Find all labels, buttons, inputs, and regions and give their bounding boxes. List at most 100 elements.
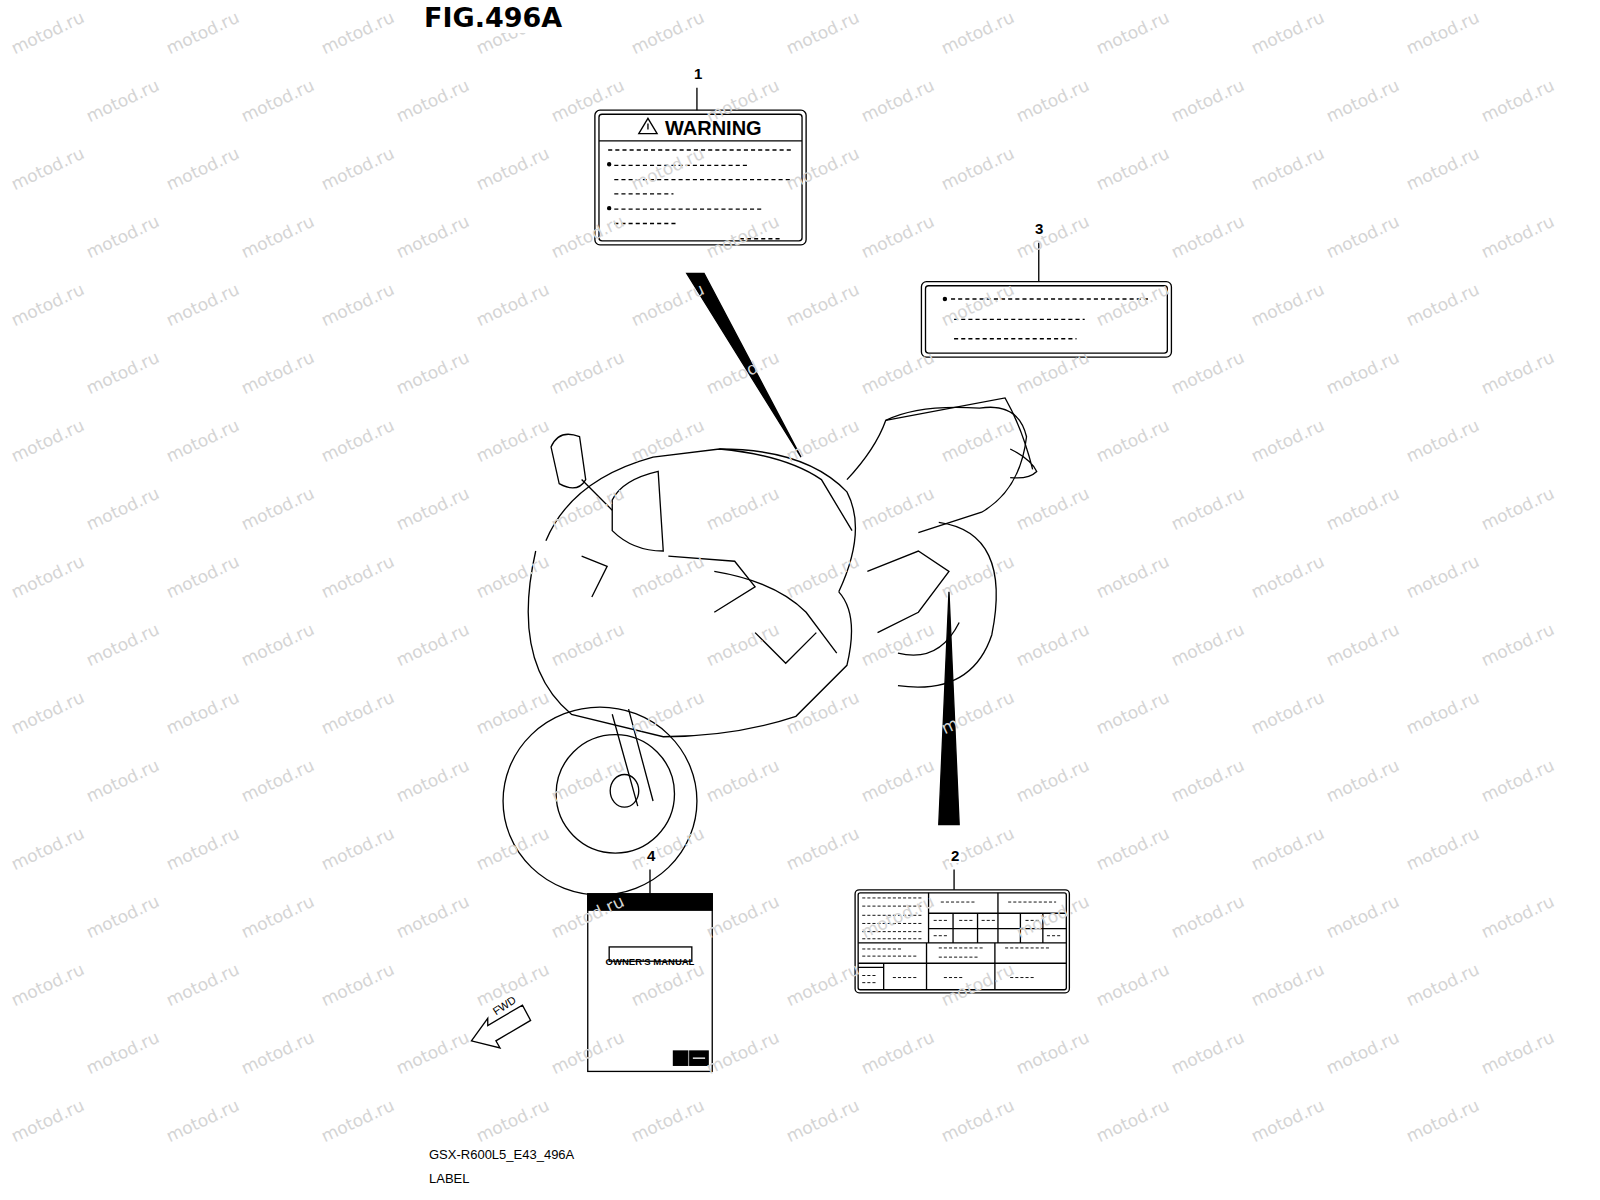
watermark: motod.ru [1323,755,1402,806]
watermark: motod.ru [1478,891,1557,942]
watermark: motod.ru [163,7,242,58]
watermark: motod.ru [83,891,162,942]
watermark: motod.ru [1323,619,1402,670]
watermark: motod.ru [163,1095,242,1146]
watermark: motod.ru [703,891,782,942]
watermark: motod.ru [1013,619,1092,670]
watermark: motod.ru [1403,7,1482,58]
watermark: motod.ru [393,75,472,126]
watermark: motod.ru [783,7,862,58]
watermark: motod.ru [1013,1027,1092,1078]
watermark: motod.ru [1093,959,1172,1010]
watermark: motod.ru [783,823,862,874]
watermark: motod.ru [238,619,317,670]
watermark: motod.ru [318,7,397,58]
watermark: motod.ru [628,279,707,330]
info-label [855,890,1069,993]
watermark: motod.ru [703,619,782,670]
watermark: motod.ru [703,211,782,262]
watermark: motod.ru [858,347,937,398]
watermark: motod.ru [703,483,782,534]
watermark: motod.ru [1248,959,1327,1010]
watermark: motod.ru [1478,1027,1557,1078]
watermark: motod.ru [938,415,1017,466]
watermark: motod.ru [163,823,242,874]
watermark: motod.ru [1013,755,1092,806]
watermark: motod.ru [1168,1027,1247,1078]
watermark: motod.ru [548,619,627,670]
watermark: motod.ru [938,959,1017,1010]
watermark: motod.ru [938,143,1017,194]
watermark: motod.ru [1093,143,1172,194]
watermark: motod.ru [163,687,242,738]
watermark: motod.ru [473,823,552,874]
watermark: motod.ru [548,211,627,262]
watermark: motod.ru [783,279,862,330]
watermark: motod.ru [1478,75,1557,126]
callout-number: 4 [645,848,657,863]
watermark: motod.ru [1478,755,1557,806]
watermark: motod.ru [473,279,552,330]
watermark: motod.ru [1093,7,1172,58]
watermark: motod.ru [163,143,242,194]
watermark: motod.ru [783,143,862,194]
watermark: motod.ru [318,279,397,330]
watermark: motod.ru [8,687,87,738]
watermark: motod.ru [548,755,627,806]
watermark: motod.ru [473,1095,552,1146]
watermark: motod.ru [703,1027,782,1078]
figure-caption: LABEL [427,1172,471,1185]
watermark: motod.ru [783,959,862,1010]
watermark: motod.ru [938,7,1017,58]
watermark: motod.ru [1478,211,1557,262]
watermark: motod.ru [628,551,707,602]
watermark: motod.ru [1093,823,1172,874]
watermark: motod.ru [628,415,707,466]
watermark: motod.ru [1403,415,1482,466]
watermark: motod.ru [8,823,87,874]
watermark: motod.ru [318,823,397,874]
watermark: motod.ru [473,687,552,738]
label-text: OWNER'S MANUAL [606,956,695,967]
watermark: motod.ru [1168,75,1247,126]
watermark: motod.ru [783,551,862,602]
watermark: motod.ru [473,143,552,194]
watermark: motod.ru [238,75,317,126]
watermark: motod.ru [1248,143,1327,194]
watermark: motod.ru [83,619,162,670]
watermark: motod.ru [83,1027,162,1078]
watermark: motod.ru [1403,279,1482,330]
watermark: motod.ru [938,551,1017,602]
callout-number: 3 [1033,221,1045,236]
watermark: motod.ru [393,483,472,534]
watermark: motod.ru [858,483,937,534]
watermark: motod.ru [318,551,397,602]
watermark: motod.ru [1013,483,1092,534]
watermark: motod.ru [83,483,162,534]
watermark: motod.ru [628,823,707,874]
watermark: motod.ru [1248,7,1327,58]
watermark: motod.ru [1093,687,1172,738]
watermark: motod.ru [858,211,937,262]
watermark: motod.ru [548,347,627,398]
watermark: motod.ru [473,551,552,602]
watermark: motod.ru [393,755,472,806]
watermark: motod.ru [1013,891,1092,942]
watermark: motod.ru [1323,891,1402,942]
watermark: motod.ru [858,619,937,670]
watermark: motod.ru [1323,347,1402,398]
watermark: motod.ru [1093,551,1172,602]
watermark: motod.ru [858,75,937,126]
watermark: motod.ru [1013,211,1092,262]
watermark: motod.ru [163,279,242,330]
callout-number: 1 [692,66,704,81]
watermark: motod.ru [393,211,472,262]
watermark: motod.ru [8,1095,87,1146]
watermark: motod.ru [8,415,87,466]
watermark: motod.ru [1013,75,1092,126]
watermark: motod.ru [783,1095,862,1146]
watermark: motod.ru [1403,687,1482,738]
watermark: motod.ru [238,347,317,398]
figure-code: GSX-R600L5_E43_496A [427,1148,576,1161]
watermark: motod.ru [318,415,397,466]
